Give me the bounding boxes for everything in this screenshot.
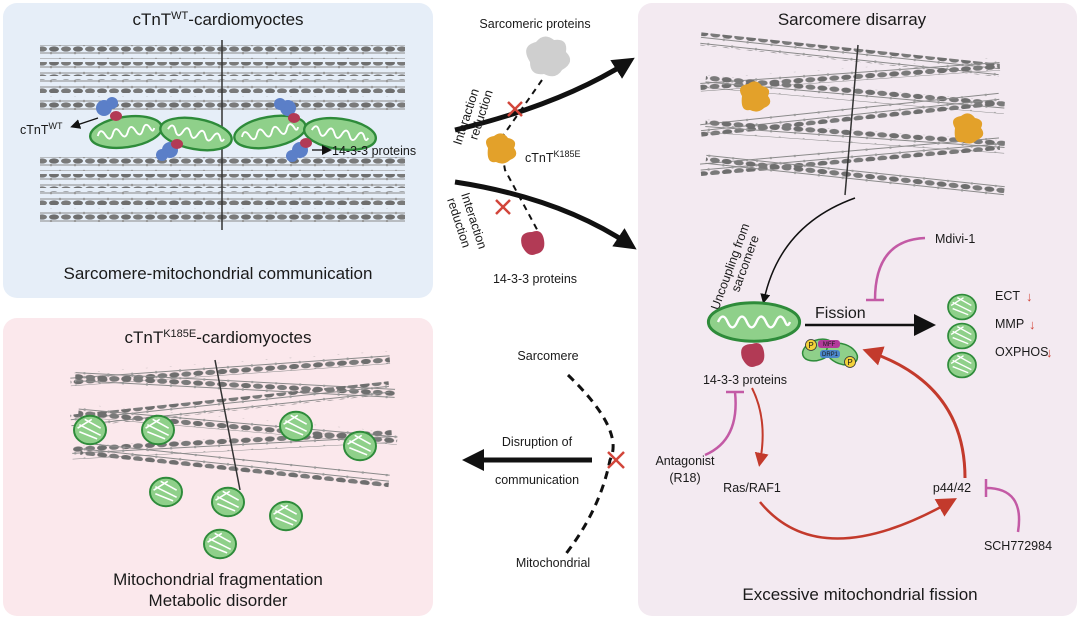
cross-top-icon: [507, 101, 523, 117]
fission-label: Fission: [815, 305, 866, 322]
wt-1433-label: 14-3-3 proteins: [332, 144, 416, 158]
mut-mito-2: [141, 414, 175, 446]
fragment-mito-1: [947, 293, 977, 321]
disruption-label-1: Disruption of: [502, 435, 573, 449]
mut-mito-5: [149, 476, 183, 508]
ctnt-orange-2: [953, 113, 984, 144]
mitochondrial-label: Mitochondrial: [516, 556, 590, 570]
mut-mito-6: [211, 486, 245, 518]
sarcomeric-proteins-label: Sarcomeric proteins: [479, 17, 590, 31]
panel-right-bg: [638, 3, 1077, 616]
sarcomere-label: Sarcomere: [517, 349, 578, 363]
svg-text:DRP1: DRP1: [822, 352, 839, 358]
mut-caption-2: Metabolic disorder: [149, 591, 288, 610]
ect-label: ECT: [995, 289, 1020, 303]
mut-mito-4: [343, 430, 377, 462]
wt-ctnt-label: cTnTWT: [20, 121, 63, 137]
arrow-to-disarray: [454, 57, 635, 133]
arrow-1433-to-rasraf: [751, 387, 769, 467]
fragment-mito-2: [947, 322, 977, 350]
p4442-label: p44/42: [933, 481, 971, 495]
p1433-middle-label: 14-3-3 proteins: [493, 272, 577, 286]
wt-caption: Sarcomere-mitochondrial communication: [64, 264, 373, 283]
ctnt-orange-1: [740, 81, 771, 112]
sch-label: SCH772984: [984, 539, 1052, 553]
svg-text:P: P: [847, 358, 852, 367]
sarcomeric-protein-blob: [526, 36, 571, 77]
antagonist-label-2: (R18): [669, 471, 700, 485]
mut-mito-3: [279, 410, 313, 442]
mmp-down-icon: ↓: [1029, 317, 1036, 332]
p1433-protein-right: [741, 343, 765, 367]
wt-panel: cTnTWT-cardiomyoctes cTnTWT 14-3-3 prot: [20, 10, 416, 283]
antagonist-label-1: Antagonist: [655, 454, 715, 468]
ctnt-k185e-protein: [486, 133, 517, 164]
wt-title: cTnTWT-cardiomyoctes: [132, 10, 303, 29]
ctnt-k185e-label: cTnTK185E: [525, 149, 581, 165]
mdivi-label: Mdivi-1: [935, 232, 975, 246]
disruption-label-2: communication: [495, 473, 579, 487]
middle-column: Sarcomeric proteins Interaction reductio…: [444, 17, 637, 570]
cross-disruption-icon: [607, 451, 625, 469]
mut-title: cTnTK185E-cardiomyoctes: [124, 328, 311, 347]
oxphos-label: OXPHOS: [995, 345, 1049, 359]
oxphos-down-icon: ↓: [1046, 345, 1053, 360]
arrow-rasraf-to-p4442: [759, 498, 957, 540]
arrow-to-1433: [454, 179, 637, 250]
mut-mito-7: [269, 500, 303, 532]
right-bottom-title: Excessive mitochondrial fission: [742, 585, 977, 604]
mut-panel: cTnTK185E-cardiomyoctes Mitochondrial fr…: [69, 328, 398, 610]
right-sarcomere-disarray: [699, 32, 1006, 199]
arrow-uncoupling: [760, 197, 856, 304]
mut-mito-1: [73, 414, 107, 446]
cross-bottom-icon: [495, 199, 511, 215]
arrow-p4442-to-complex: [862, 346, 967, 479]
inhibit-mdivi: [873, 236, 926, 301]
inhibit-antagonist: [704, 391, 737, 457]
ect-down-icon: ↓: [1026, 289, 1033, 304]
drp1-mff-complex: MFF DRP1 P P: [801, 338, 859, 368]
p1433-right-label: 14-3-3 proteins: [703, 373, 787, 387]
right-mito-main: [706, 301, 802, 343]
rasraf-label: Ras/RAF1: [723, 481, 781, 495]
mut-caption-1: Mitochondrial fragmentation: [113, 570, 323, 589]
wt-protein-complexes: [96, 97, 312, 162]
mmp-label: MMP: [995, 317, 1024, 331]
fragment-mito-3: [947, 351, 977, 379]
svg-text:P: P: [808, 341, 813, 350]
panel-wt-bg: [3, 3, 433, 298]
p1433-protein-middle: [521, 231, 545, 255]
inhibit-sch: [985, 486, 1021, 533]
mut-mito-8: [203, 528, 237, 560]
svg-text:MFF: MFF: [823, 342, 836, 348]
right-title: Sarcomere disarray: [778, 10, 927, 29]
